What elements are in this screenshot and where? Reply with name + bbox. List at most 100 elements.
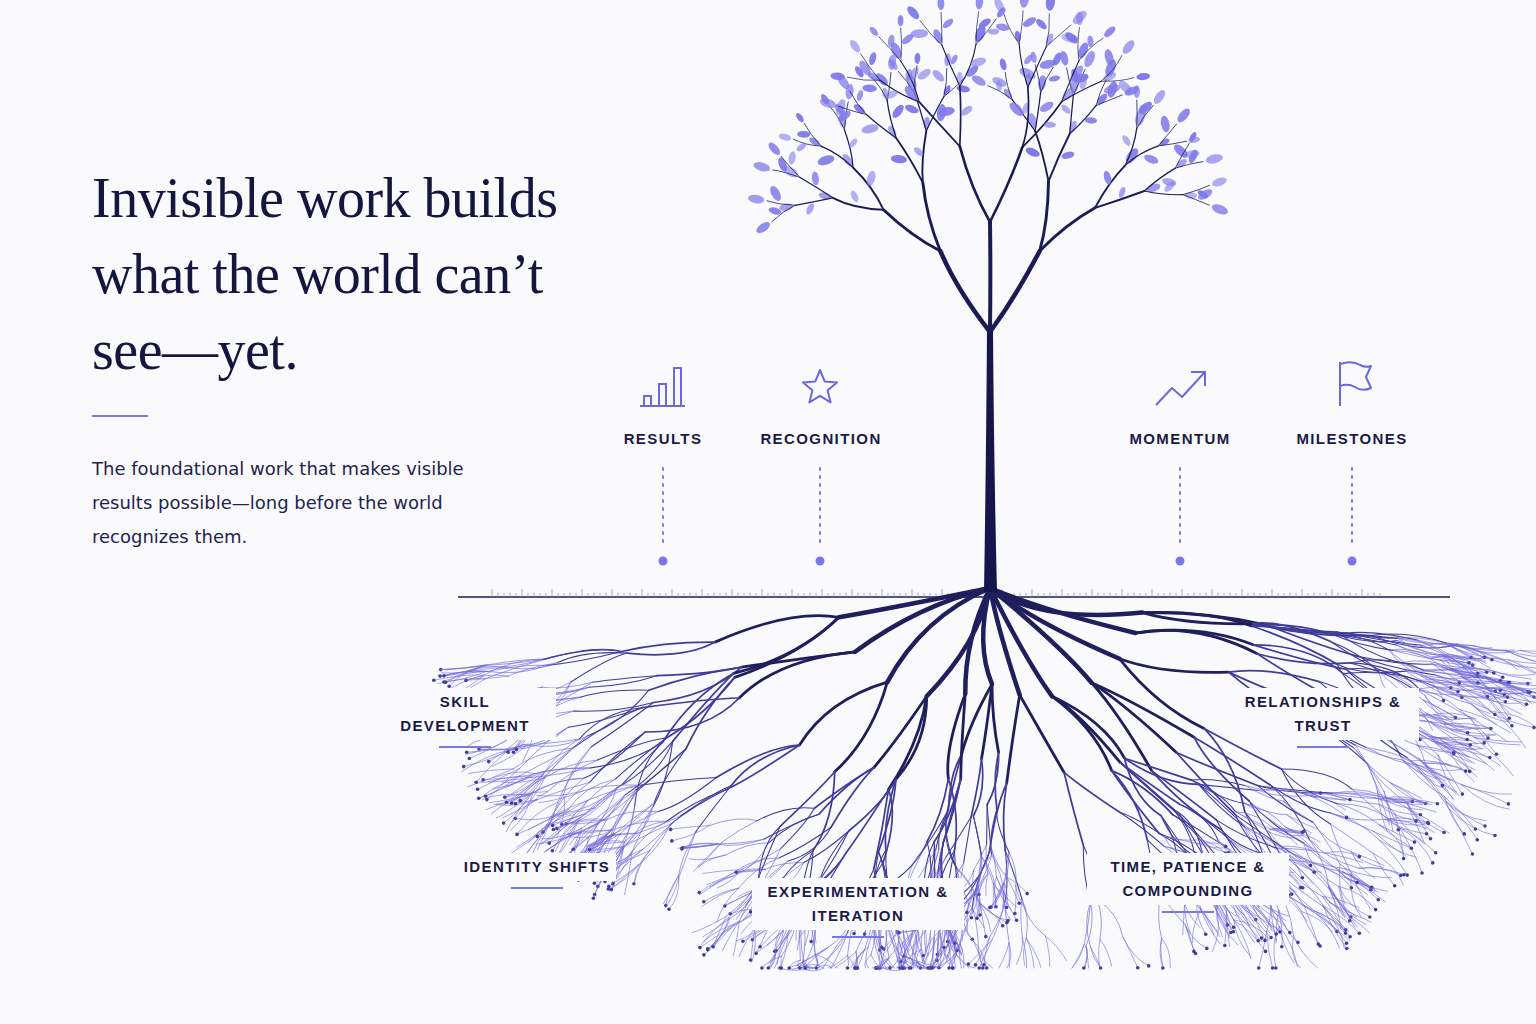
root-strand bbox=[1366, 748, 1412, 761]
root-tip bbox=[780, 966, 784, 970]
root-strand bbox=[1007, 943, 1011, 968]
root-strand bbox=[615, 812, 658, 834]
root-strand bbox=[1437, 660, 1470, 663]
root-strand bbox=[1160, 939, 1163, 968]
root-tip bbox=[1355, 881, 1359, 885]
root-strand bbox=[1478, 695, 1519, 703]
ground-tick bbox=[540, 593, 541, 597]
ground-tick bbox=[684, 593, 685, 597]
root-strand bbox=[699, 876, 734, 893]
root-tip bbox=[1425, 832, 1429, 836]
ground-tick bbox=[726, 593, 727, 597]
root-tip bbox=[706, 948, 710, 952]
root-strand bbox=[623, 806, 653, 848]
root-tip bbox=[474, 780, 478, 784]
root-strand bbox=[1461, 785, 1509, 810]
root-strand bbox=[1422, 681, 1487, 690]
ground-tick bbox=[1248, 593, 1249, 597]
root-strand bbox=[1252, 626, 1333, 634]
root-strand bbox=[1284, 829, 1320, 842]
root-tip bbox=[465, 751, 469, 755]
root-strand bbox=[991, 884, 1004, 907]
root-tip bbox=[1508, 681, 1512, 685]
root-tip bbox=[1082, 966, 1086, 970]
ground-tick bbox=[516, 593, 517, 597]
root-strand bbox=[1267, 932, 1273, 969]
root-strand bbox=[1235, 812, 1270, 830]
ground-tick bbox=[1260, 593, 1261, 597]
root-strand bbox=[1112, 771, 1159, 834]
root-strand bbox=[650, 816, 680, 850]
root-strand bbox=[466, 749, 510, 754]
ground-tick bbox=[1326, 593, 1327, 597]
root-strand bbox=[963, 852, 989, 901]
root-strand bbox=[1508, 660, 1536, 665]
root-strand bbox=[1430, 722, 1467, 740]
ground-tick bbox=[1182, 589, 1183, 597]
root-tip bbox=[593, 881, 597, 885]
ground-tick bbox=[924, 593, 925, 597]
root-strand bbox=[1352, 852, 1375, 878]
root-strand bbox=[1064, 772, 1083, 844]
root-strand bbox=[1009, 852, 1016, 886]
root-strand bbox=[1352, 852, 1384, 868]
root-tip bbox=[702, 953, 706, 957]
root-strand bbox=[1508, 660, 1536, 684]
root-tip bbox=[947, 966, 951, 970]
root-strand bbox=[634, 850, 650, 883]
root-strand bbox=[1045, 936, 1066, 961]
root-strand bbox=[1373, 853, 1395, 886]
root-strand bbox=[669, 877, 679, 909]
ground-tick bbox=[1098, 593, 1099, 597]
ground-tick bbox=[1230, 593, 1231, 597]
root-strand bbox=[1380, 840, 1408, 875]
ground-tick bbox=[618, 593, 619, 597]
root-strand bbox=[694, 855, 726, 871]
root-tip bbox=[855, 966, 859, 970]
root-strand bbox=[815, 954, 817, 968]
root-strand bbox=[789, 960, 800, 968]
ground-tick bbox=[840, 593, 841, 597]
root-strand bbox=[873, 958, 883, 968]
root-strand bbox=[1329, 885, 1345, 917]
root-strand bbox=[1185, 925, 1195, 954]
root-tip bbox=[485, 798, 489, 802]
root-strand bbox=[625, 741, 673, 795]
root-tip bbox=[1464, 769, 1468, 773]
root-strand bbox=[1333, 894, 1367, 925]
ground-tick bbox=[1320, 593, 1321, 597]
ground-tick bbox=[1284, 593, 1285, 597]
root-strand bbox=[974, 844, 987, 871]
ground-tick bbox=[714, 593, 715, 597]
root-strand bbox=[1100, 940, 1112, 966]
ground-tick bbox=[816, 593, 817, 597]
ground-tick bbox=[1140, 593, 1141, 597]
root-tip bbox=[702, 900, 706, 904]
root-strand bbox=[1015, 886, 1016, 914]
root-strand bbox=[1007, 878, 1019, 904]
ground-tick bbox=[678, 593, 679, 597]
ground-tick bbox=[630, 593, 631, 597]
root-tip bbox=[462, 765, 466, 769]
ground-tick bbox=[492, 589, 493, 597]
root-strand bbox=[1016, 937, 1022, 964]
root-tip bbox=[1402, 857, 1406, 861]
root-strand bbox=[940, 934, 942, 968]
ground-tick bbox=[1152, 589, 1153, 597]
root-strand bbox=[1162, 939, 1171, 968]
root-strand bbox=[1237, 914, 1262, 942]
root-strand bbox=[1484, 676, 1530, 694]
ground-tick bbox=[804, 593, 805, 597]
root-strand bbox=[1271, 907, 1290, 932]
root-strand bbox=[1395, 814, 1425, 844]
root-strand bbox=[991, 809, 997, 855]
root-strand bbox=[1478, 676, 1517, 696]
root-strand bbox=[1004, 852, 1009, 883]
root-strand bbox=[476, 750, 508, 782]
ground-tick bbox=[1038, 593, 1039, 597]
root-tip bbox=[898, 966, 902, 970]
ground-tick bbox=[930, 593, 931, 597]
ground-tick bbox=[1158, 593, 1159, 597]
root-strand bbox=[1091, 947, 1101, 968]
root-tip bbox=[1436, 802, 1440, 806]
